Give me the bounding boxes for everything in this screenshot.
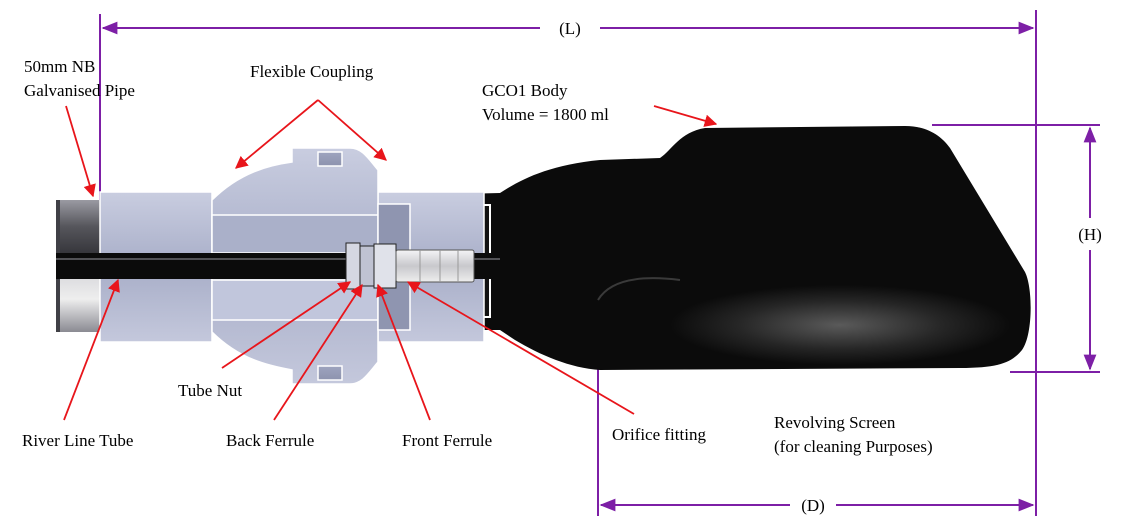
coupling-bottom-lug xyxy=(317,365,343,381)
label-pipe-line2: Galvanised Pipe xyxy=(24,81,135,100)
label-screen-line1: Revolving Screen xyxy=(774,413,896,432)
arrow-to-body xyxy=(653,105,718,127)
label-pipe-line1: 50mm NB xyxy=(24,57,95,76)
arrow-to-orifice-fitting xyxy=(406,281,635,415)
arrow-to-river-line-tube xyxy=(63,278,120,421)
label-front-ferrule: Front Ferrule xyxy=(402,431,492,450)
label-back-ferrule: Back Ferrule xyxy=(226,431,314,450)
orifice-fitting-body xyxy=(395,249,475,283)
arrow-coupling-left xyxy=(235,99,319,169)
back-ferrule-part xyxy=(359,245,375,287)
arrow-to-pipe xyxy=(65,105,96,198)
coupling-top-lug xyxy=(317,151,343,167)
arrow-to-front-ferrule xyxy=(376,283,431,421)
label-screen-line2: (for cleaning Purposes) xyxy=(774,437,933,456)
label-river-line-tube: River Line Tube xyxy=(22,431,133,450)
dimension-lines xyxy=(99,10,1100,516)
label-dimension-h: (H) xyxy=(1078,225,1102,244)
arrow-to-back-ferrule xyxy=(273,283,363,421)
body-groove xyxy=(597,277,681,301)
front-ferrule-part xyxy=(373,243,397,289)
arrow-coupling-right xyxy=(317,99,387,161)
orifice-fitting xyxy=(395,249,475,283)
label-dimension-d: (D) xyxy=(801,496,825,515)
gco1-body xyxy=(409,126,1031,370)
label-tube-nut: Tube Nut xyxy=(178,381,242,400)
label-dimension-l: (L) xyxy=(559,19,581,38)
label-body-line1: GCO1 Body xyxy=(482,81,568,100)
arrow-to-tube-nut xyxy=(221,281,352,369)
tube-nut-part xyxy=(345,242,361,290)
labels: 50mm NB Galvanised Pipe Flexible Couplin… xyxy=(22,19,1102,515)
revolving-screen-shading xyxy=(670,285,1010,365)
label-flexible-coupling: Flexible Coupling xyxy=(250,62,374,81)
ferrule-assembly xyxy=(345,242,397,290)
label-body-line2: Volume = 1800 ml xyxy=(482,105,609,124)
label-orifice-fitting: Orifice fitting xyxy=(612,425,706,444)
annotation-arrows xyxy=(63,99,718,421)
